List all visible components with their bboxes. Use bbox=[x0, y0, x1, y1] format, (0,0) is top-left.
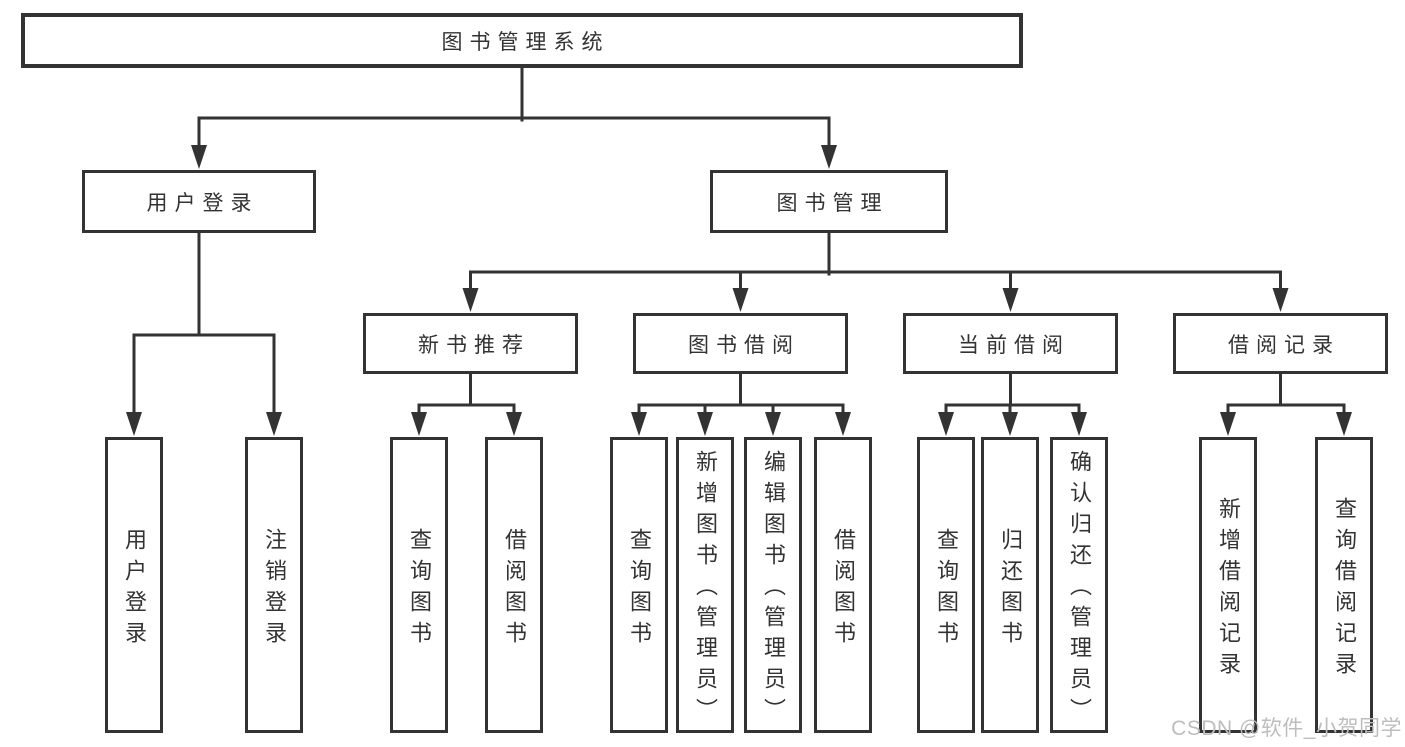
node-label: 查询借阅记录 bbox=[1332, 496, 1357, 683]
node-label: 查询图书 bbox=[934, 527, 959, 652]
leaf-query-books-recommend: 查询图书 bbox=[390, 437, 448, 733]
arrowhead-icon bbox=[732, 288, 749, 312]
node-label: 用户登录 bbox=[122, 527, 147, 652]
node-book-borrowing: 图书借阅 bbox=[633, 313, 848, 374]
node-label: 图书管理系统 bbox=[441, 30, 610, 54]
node-label: 用户登录 bbox=[146, 191, 259, 215]
node-label: 新增图书（管理员） bbox=[693, 450, 718, 729]
node-library-management-system: 图书管理系统 bbox=[21, 13, 1023, 68]
node-label: 确认归还（管理员） bbox=[1067, 450, 1092, 729]
node-label: 借阅图书 bbox=[502, 527, 527, 652]
leaf-borrow-books-recommend: 借阅图书 bbox=[485, 437, 543, 733]
arrowhead-icon bbox=[266, 412, 282, 436]
node-label: 编辑图书（管理员） bbox=[761, 450, 786, 729]
arrowhead-icon bbox=[697, 412, 713, 436]
arrowhead-icon bbox=[938, 412, 954, 436]
arrowhead-icon bbox=[411, 412, 427, 436]
node-new-book-recommendation: 新书推荐 bbox=[363, 313, 578, 374]
node-label: 当前借阅 bbox=[958, 333, 1070, 357]
arrowhead-icon bbox=[191, 145, 207, 169]
csdn-watermark: CSDN @软件_小贺同学 bbox=[1171, 717, 1402, 740]
connector-path bbox=[132, 66, 1346, 416]
arrowhead-icon bbox=[506, 412, 522, 436]
leaf-borrow-books: 借阅图书 bbox=[814, 437, 872, 733]
node-label: 查询图书 bbox=[407, 527, 432, 652]
leaf-query-borrow-record: 查询借阅记录 bbox=[1315, 437, 1373, 733]
arrowhead-icon bbox=[1002, 412, 1018, 436]
node-borrowing-records: 借阅记录 bbox=[1173, 313, 1388, 374]
arrowhead-icon bbox=[631, 412, 647, 436]
node-label: 新书推荐 bbox=[418, 333, 530, 357]
arrowhead-icon bbox=[1272, 288, 1289, 312]
node-label: 新增借阅记录 bbox=[1216, 496, 1241, 683]
leaf-query-books-current: 查询图书 bbox=[917, 437, 975, 733]
arrowhead-icon bbox=[1336, 412, 1352, 436]
node-current-borrowing: 当前借阅 bbox=[903, 313, 1118, 374]
node-label: 图书管理 bbox=[776, 191, 889, 215]
arrowhead-icon bbox=[126, 412, 142, 436]
arrowhead-icon bbox=[765, 412, 781, 436]
node-user-login: 用户登录 bbox=[82, 170, 316, 233]
leaf-confirm-return-admin: 确认归还（管理员） bbox=[1050, 437, 1108, 733]
arrowhead-icon bbox=[835, 412, 851, 436]
node-label: 查询图书 bbox=[627, 527, 652, 652]
leaf-add-borrow-record: 新增借阅记录 bbox=[1199, 437, 1257, 733]
node-label: 归还图书 bbox=[998, 527, 1023, 652]
arrowhead-icon bbox=[821, 145, 837, 169]
leaf-add-book-admin: 新增图书（管理员） bbox=[676, 437, 734, 733]
arrowhead-icon bbox=[462, 288, 479, 312]
node-label: 图书借阅 bbox=[688, 333, 800, 357]
leaf-user-login: 用户登录 bbox=[105, 437, 163, 733]
leaf-return-book: 归还图书 bbox=[981, 437, 1039, 733]
arrowhead-icon bbox=[1220, 412, 1236, 436]
leaf-query-books-borrow: 查询图书 bbox=[610, 437, 668, 733]
node-label: 借阅记录 bbox=[1228, 333, 1340, 357]
leaf-edit-book-admin: 编辑图书（管理员） bbox=[744, 437, 802, 733]
arrowhead-icon bbox=[1002, 288, 1019, 312]
leaf-logout: 注销登录 bbox=[245, 437, 303, 733]
node-book-management: 图书管理 bbox=[710, 170, 948, 233]
node-label: 借阅图书 bbox=[831, 527, 856, 652]
arrowhead-icon bbox=[1071, 412, 1087, 436]
node-label: 注销登录 bbox=[262, 527, 287, 652]
